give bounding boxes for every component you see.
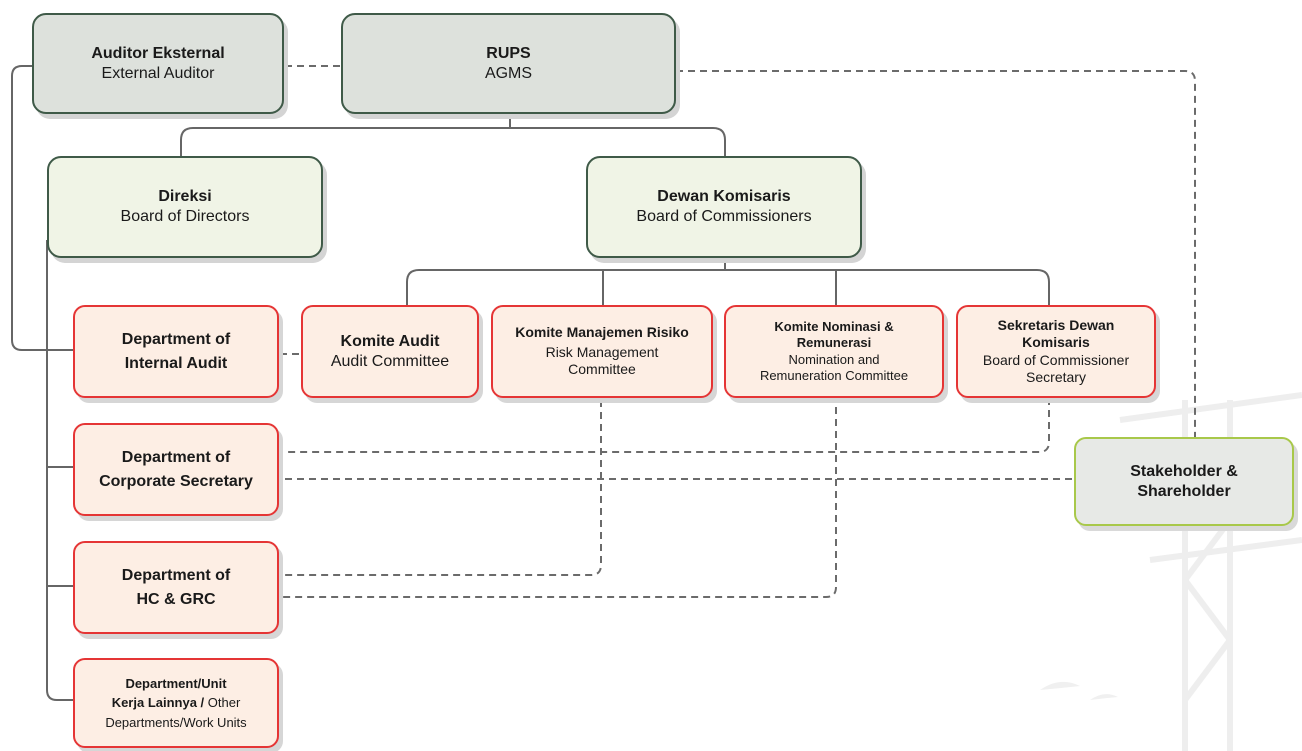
node-komite-risiko: Komite Manajemen Risiko Risk Management …: [491, 305, 713, 398]
node-stakeholder: Stakeholder & Shareholder: [1074, 437, 1294, 526]
node-other-departments: Department/Unit Kerja Lainnya / Other De…: [73, 658, 279, 748]
node-title-line2: HC & GRC: [136, 590, 216, 608]
node-subtitle: Board of Directors: [120, 208, 250, 225]
node-title-line2: Kerja Lainnya / Other: [112, 693, 241, 713]
node-title-line2: Shareholder: [1137, 482, 1231, 500]
node-title-line1: Department of: [121, 448, 231, 466]
node-corporate-secretary: Department of Corporate Secretary: [73, 423, 279, 516]
dashed-rups-stakeholder: [676, 70, 1196, 437]
dashed-sekretaris-corpsec: [285, 398, 1050, 453]
connector-direksi-spine: [46, 240, 74, 701]
node-internal-audit: Department of Internal Audit: [73, 305, 279, 398]
node-direksi: Direksi Board of Directors: [47, 156, 323, 258]
node-subtitle-line2: Remuneration Committee: [759, 367, 909, 383]
node-title-line1: Department of: [121, 330, 231, 348]
node-komite-nominasi: Komite Nominasi & Remunerasi Nomination …: [724, 305, 944, 398]
node-sekretaris-dewan: Sekretaris Dewan Komisaris Board of Comm…: [956, 305, 1156, 398]
node-subtitle: Departments/Work Units: [105, 714, 247, 730]
node-subtitle: External Auditor: [101, 64, 215, 82]
node-hc-grc: Department of HC & GRC: [73, 541, 279, 634]
node-title: Komite Manajemen Risiko: [515, 324, 689, 341]
node-title-line2: Komisaris: [1022, 334, 1090, 350]
node-title-line1: Department/Unit: [125, 675, 227, 691]
node-title: Dewan Komisaris: [657, 188, 791, 205]
node-title: Auditor Eksternal: [91, 44, 225, 62]
node-title-bold: Kerja Lainnya /: [111, 695, 205, 711]
node-title: Komite Audit: [340, 332, 440, 350]
node-subtitle-line1: Board of Commissioner: [982, 351, 1130, 368]
node-subtitle-line1: Risk Management: [545, 343, 659, 360]
node-subtitle: Audit Committee: [330, 352, 450, 370]
node-subtitle: Board of Commissioners: [636, 208, 812, 225]
node-title-line2: Corporate Secretary: [99, 472, 253, 490]
node-rups: RUPS AGMS: [341, 13, 676, 114]
node-title-line2: Internal Audit: [124, 354, 228, 372]
connector-direksi-komisaris: [180, 127, 726, 157]
node-subtitle: AGMS: [484, 64, 533, 82]
node-komite-audit: Komite Audit Audit Committee: [301, 305, 479, 398]
node-title-normal: Other: [204, 695, 241, 711]
node-title: RUPS: [486, 44, 531, 62]
connector-committees-bar: [406, 269, 1050, 305]
dashed-nominasi-hcgrc: [282, 395, 837, 598]
node-title: Direksi: [158, 188, 212, 205]
dashed-risiko-hcgrc: [282, 400, 602, 576]
node-auditor-eksternal: Auditor Eksternal External Auditor: [32, 13, 284, 114]
node-title-line1: Department of: [121, 566, 231, 584]
node-title-line1: Stakeholder &: [1130, 462, 1238, 480]
node-title-line1: Komite Nominasi &: [774, 319, 894, 334]
node-subtitle-line1: Nomination and: [788, 351, 880, 367]
connector-auditor-internal: [11, 65, 74, 351]
node-title-line2: Remunerasi: [796, 335, 872, 351]
node-dewan-komisaris: Dewan Komisaris Board of Commissioners: [586, 156, 862, 258]
node-subtitle-line2: Secretary: [1026, 369, 1086, 385]
node-subtitle-line2: Committee: [568, 361, 636, 378]
node-title-line1: Sekretaris Dewan: [997, 316, 1115, 333]
